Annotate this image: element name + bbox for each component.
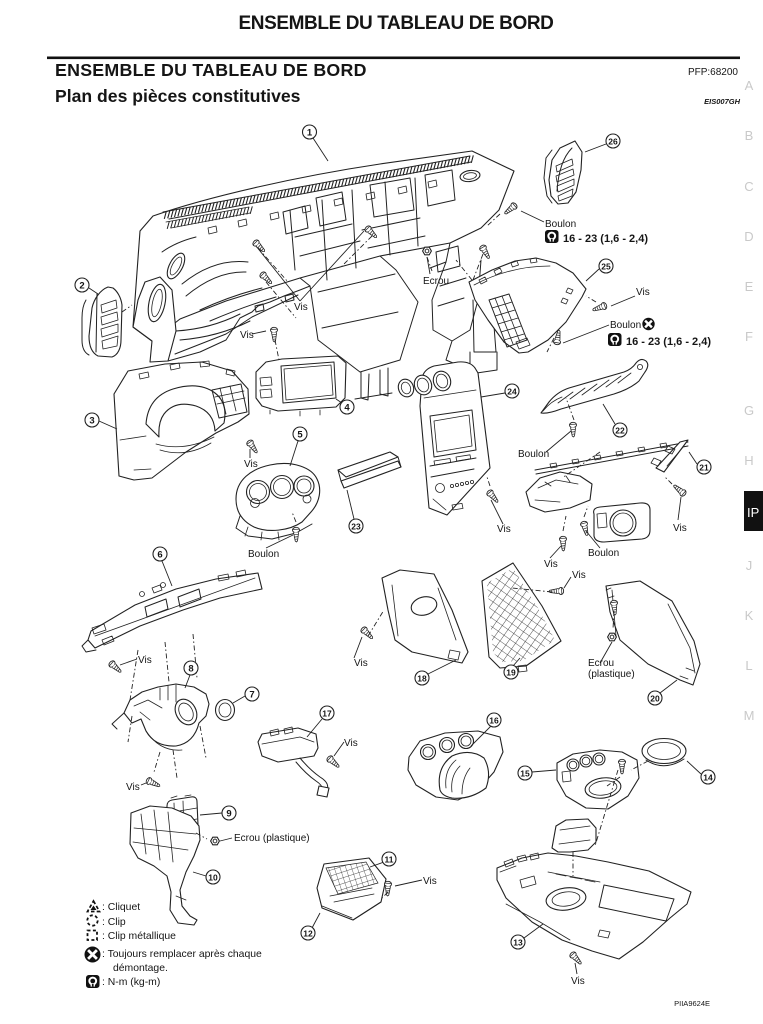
svg-text:: Cliquet: : Cliquet [102, 902, 140, 913]
svg-text:14: 14 [703, 772, 713, 782]
svg-text:26: 26 [608, 136, 618, 146]
svg-text:Vis: Vis [244, 459, 258, 470]
svg-text:Vis: Vis [240, 330, 254, 341]
svg-text:ENSEMBLE DU TABLEAU DE BORD: ENSEMBLE DU TABLEAU DE BORD [55, 60, 367, 80]
svg-text:16: 16 [489, 715, 499, 725]
svg-text:16 - 23 (1,6 - 2,4): 16 - 23 (1,6 - 2,4) [563, 233, 648, 245]
svg-text:10: 10 [208, 872, 218, 882]
svg-text:Vis: Vis [673, 523, 687, 534]
svg-text:EIS007GH: EIS007GH [704, 97, 740, 106]
svg-text:6: 6 [157, 549, 162, 560]
svg-text:2: 2 [79, 280, 84, 291]
svg-text:25: 25 [601, 261, 611, 271]
svg-text:23: 23 [351, 521, 361, 531]
svg-text:3: 3 [89, 415, 94, 426]
svg-text:5: 5 [297, 429, 303, 440]
svg-text:Vis: Vis [571, 976, 585, 987]
svg-text:Ecrou: Ecrou [423, 276, 449, 287]
svg-text:K: K [745, 608, 754, 623]
svg-text:F: F [745, 329, 753, 344]
svg-text:Ecrou (plastique): Ecrou (plastique) [234, 833, 310, 844]
svg-text:8: 8 [188, 663, 193, 674]
svg-text:Vis: Vis [423, 876, 437, 887]
svg-text:17: 17 [322, 708, 332, 718]
svg-text:15: 15 [520, 768, 530, 778]
svg-text:: Clip: : Clip [102, 917, 126, 928]
svg-text:7: 7 [249, 689, 254, 700]
svg-text:4: 4 [344, 402, 350, 413]
svg-text:L: L [745, 658, 752, 673]
svg-text:Boulon: Boulon [518, 449, 549, 460]
svg-text:Vis: Vis [126, 782, 140, 793]
svg-text:G: G [744, 403, 754, 418]
svg-text:Vis: Vis [354, 658, 368, 669]
svg-text:21: 21 [699, 462, 709, 472]
svg-text:19: 19 [506, 667, 516, 677]
svg-text:16 - 23 (1,6 - 2,4): 16 - 23 (1,6 - 2,4) [626, 336, 711, 348]
svg-text:12: 12 [303, 928, 313, 938]
svg-text:Boulon: Boulon [588, 548, 619, 559]
svg-text:ENSEMBLE DU TABLEAU DE BORD: ENSEMBLE DU TABLEAU DE BORD [238, 13, 553, 34]
svg-text:Boulon: Boulon [545, 219, 576, 230]
svg-text:11: 11 [385, 854, 394, 864]
svg-text:13: 13 [513, 937, 523, 947]
svg-text:IP: IP [747, 505, 759, 520]
svg-text:24: 24 [507, 386, 517, 396]
svg-text:20: 20 [650, 693, 660, 703]
svg-text:Ecrou: Ecrou [588, 658, 614, 669]
svg-text:: N-m (kg-m): : N-m (kg-m) [102, 977, 160, 988]
svg-text:Plan des pièces constitutives: Plan des pièces constitutives [55, 86, 301, 106]
svg-text:Boulon: Boulon [248, 549, 279, 560]
svg-text:J: J [746, 558, 753, 573]
svg-text:Vis: Vis [294, 302, 308, 313]
svg-text:M: M [744, 708, 755, 723]
svg-text:Vis: Vis [572, 570, 586, 581]
svg-text:D: D [744, 229, 753, 244]
svg-text:Vis: Vis [138, 655, 152, 666]
svg-text:E: E [745, 279, 754, 294]
svg-text:1: 1 [307, 127, 313, 138]
svg-text:Vis: Vis [497, 524, 511, 535]
svg-text:PFP:68200: PFP:68200 [688, 67, 738, 78]
svg-text:PIIA9624E: PIIA9624E [674, 999, 710, 1008]
svg-text:(plastique): (plastique) [588, 669, 635, 680]
svg-text:9: 9 [226, 808, 231, 819]
svg-text:Vis: Vis [636, 287, 650, 298]
svg-text:A: A [745, 78, 754, 93]
svg-text:22: 22 [615, 425, 625, 435]
svg-text:18: 18 [417, 673, 427, 683]
svg-text:B: B [745, 128, 754, 143]
svg-text:H: H [744, 453, 753, 468]
svg-text:C: C [744, 179, 753, 194]
svg-text:démontage.: démontage. [113, 963, 168, 974]
svg-text:Vis: Vis [544, 559, 558, 570]
svg-text:Boulon: Boulon [610, 320, 641, 331]
svg-text:: Toujours remplacer après cha: : Toujours remplacer après chaque [102, 949, 262, 960]
svg-text:Vis: Vis [344, 738, 358, 749]
svg-text:: Clip métallique: : Clip métallique [102, 931, 176, 942]
